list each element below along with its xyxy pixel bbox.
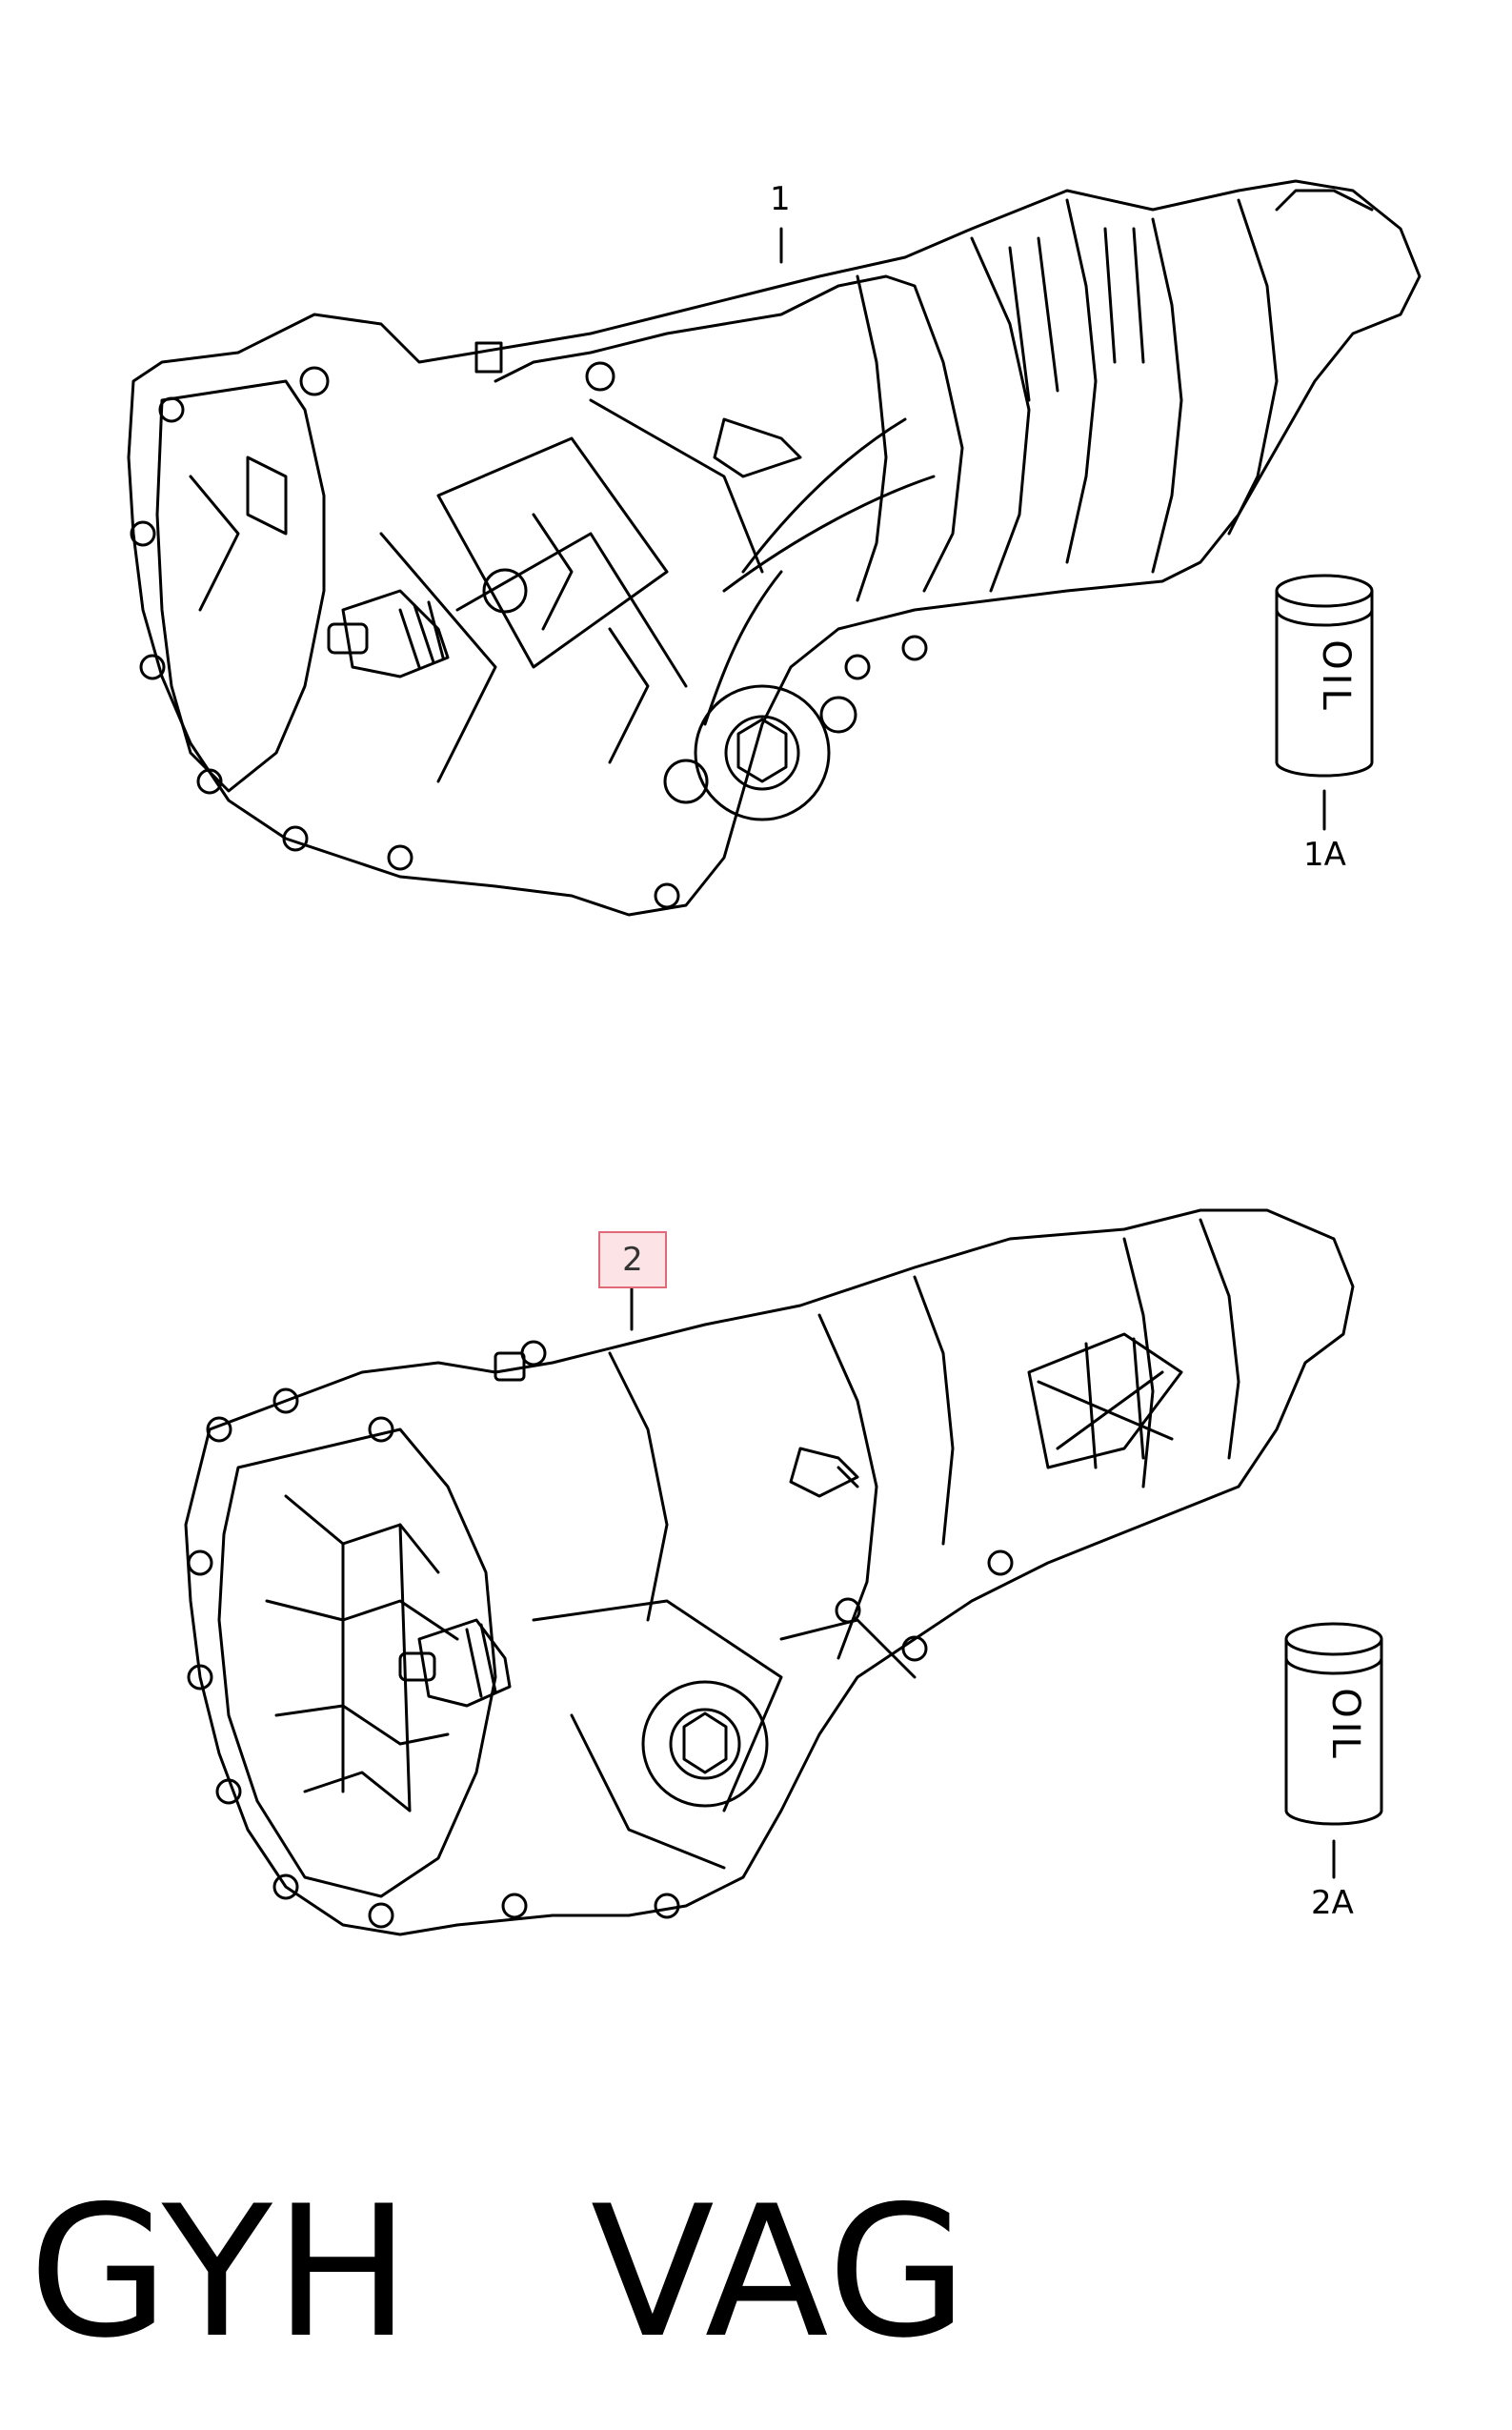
- gearbox-2-drawing: [184, 1208, 1355, 1936]
- oil-can-2a-text: OIL: [1322, 1688, 1367, 1762]
- part-label-2[interactable]: 2: [598, 1231, 667, 1288]
- bottom-caption: GYH VAG: [29, 2167, 970, 2378]
- gearbox-1-drawing: [127, 179, 1421, 917]
- part-label-1[interactable]: 1: [770, 180, 791, 218]
- oil-can-1a-text: OIL: [1313, 639, 1358, 714]
- oil-can-1a-drawing: [1275, 574, 1374, 778]
- part-label-1a[interactable]: 1A: [1303, 836, 1346, 874]
- oil-can-2a-drawing: [1284, 1622, 1383, 1826]
- part-label-2a[interactable]: 2A: [1311, 1884, 1354, 1922]
